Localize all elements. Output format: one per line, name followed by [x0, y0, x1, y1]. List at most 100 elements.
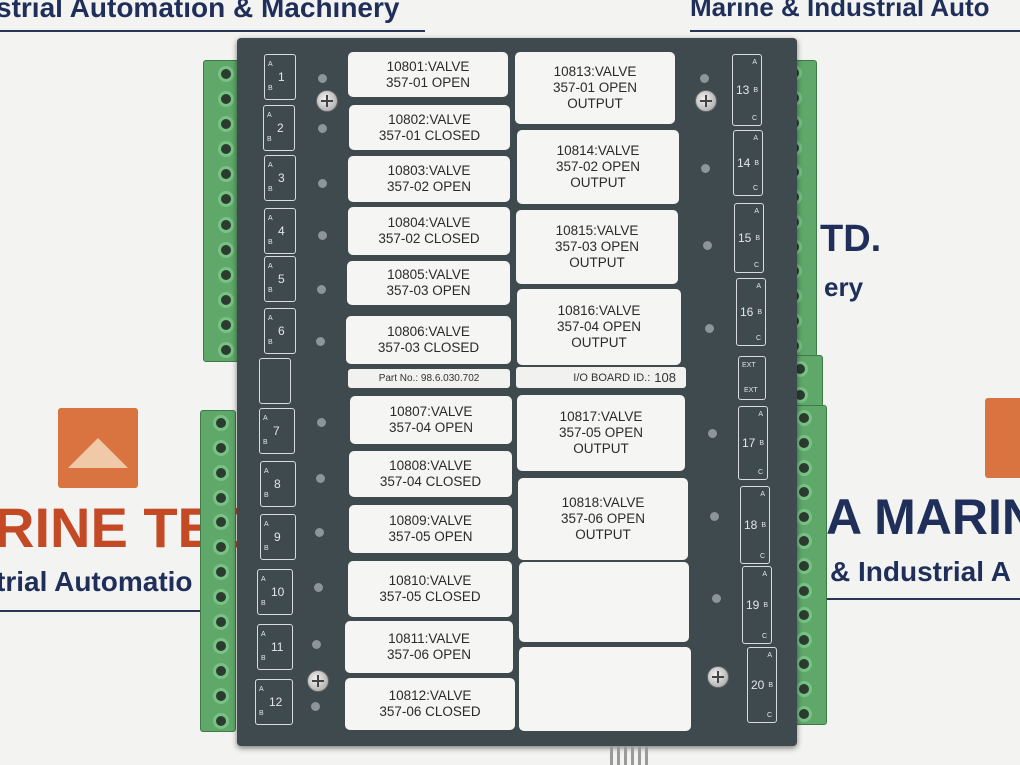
terminal-screw-icon: [796, 681, 812, 697]
status-led-icon: [314, 583, 323, 592]
terminal-screw-icon: [796, 632, 812, 648]
channel-number: 16: [740, 305, 754, 319]
terminal-screw-icon: [213, 415, 229, 431]
channel-number: 2: [277, 121, 284, 135]
channel-b-label: B: [753, 87, 758, 94]
channel-a-label: A: [767, 652, 772, 659]
channel-c-label: C: [766, 712, 772, 719]
left-tagline-rule: [0, 610, 210, 612]
io-board-id-value: 108: [654, 370, 676, 385]
terminal-screw-icon: [796, 583, 812, 599]
valve-label-11: 10811:VALVE 357-06 OPEN: [345, 621, 513, 673]
channel-number: 8: [274, 477, 281, 491]
valve-label-6: 10806:VALVE 357-03 CLOSED: [346, 316, 511, 364]
channel-b-label: B: [754, 160, 759, 167]
terminal-screw-icon: [796, 435, 812, 451]
terminal-screw-icon: [213, 638, 229, 654]
terminal-screw-icon: [213, 465, 229, 481]
terminal-screw-icon: [218, 217, 234, 233]
channel-number: 14: [737, 156, 751, 170]
valve-label-7: 10807:VALVE 357-04 OPEN: [350, 396, 512, 444]
channel-a-label: A: [762, 571, 767, 578]
status-led-icon: [315, 528, 324, 537]
terminal-screw-icon: [796, 509, 812, 525]
status-led-icon: [316, 474, 325, 483]
io-board-id-label: I/O BOARD ID.:: [573, 371, 651, 384]
status-led-icon: [318, 124, 327, 133]
channel-a-label: A: [753, 135, 758, 142]
terminal-screw-icon: [218, 292, 234, 308]
left-tagline-text: trial Automatio: [0, 566, 193, 597]
channel-number: 11: [271, 640, 284, 654]
valve-label-2: 10802:VALVE 357-01 CLOSED: [349, 105, 510, 150]
terminal-screw-icon: [218, 91, 234, 107]
terminal-screw-icon: [796, 533, 812, 549]
channel-b-label: B: [268, 287, 273, 294]
channel-b-label: B: [757, 309, 762, 316]
terminal-screw-icon: [218, 191, 234, 207]
channel-c-label: C: [757, 469, 763, 476]
channel-b-label: B: [261, 600, 266, 607]
terminal-screw-icon: [796, 706, 812, 722]
mounting-screw-icon: [695, 90, 717, 112]
valve-label-1: 10801:VALVE 357-01 OPEN: [348, 52, 508, 97]
status-led-icon: [701, 164, 710, 173]
ext-bottom-label: EXT: [744, 387, 758, 394]
channel-b-label: B: [261, 655, 266, 662]
channel-c-label: C: [752, 185, 758, 192]
part-number-strip: Part No.: 98.6.030.702: [348, 369, 510, 388]
terminal-screw-icon: [213, 564, 229, 580]
channel-b-label: B: [264, 545, 269, 552]
mounting-screw-icon: [316, 90, 338, 112]
channel-number: 6: [278, 324, 285, 338]
terminal-screw-icon: [218, 342, 234, 358]
valve-label-5: 10805:VALVE 357-03 OPEN: [347, 261, 510, 305]
terminal-screw-icon: [218, 267, 234, 283]
ext-channel-box: EXT EXT: [738, 356, 766, 400]
channel-b-label: B: [761, 522, 766, 529]
io-board: 10801:VALVE 357-01 OPEN 10802:VALVE 357-0…: [237, 38, 797, 746]
terminal-screw-icon: [213, 614, 229, 630]
terminal-screw-icon: [218, 141, 234, 157]
channel-b-label: B: [264, 492, 269, 499]
channel-c-label: C: [759, 553, 765, 560]
channel-a-label: A: [268, 263, 273, 270]
right-logo-icon: [985, 398, 1020, 478]
channel-number: 5: [278, 272, 285, 286]
status-led-icon: [712, 594, 721, 603]
channel-a-label: A: [760, 491, 765, 498]
valve-label-3: 10803:VALVE 357-02 OPEN: [348, 156, 510, 202]
channel-blank-box: [259, 358, 291, 404]
right-brand-text: A MARINE: [826, 489, 1020, 545]
terminal-screw-icon: [213, 514, 229, 530]
output-label-13: 10813:VALVE 357-01 OPEN OUTPUT: [515, 52, 675, 124]
channel-c-label: C: [753, 262, 759, 269]
valve-label-8: 10808:VALVE 357-04 CLOSED: [349, 451, 512, 497]
channel-b-label: B: [759, 440, 764, 447]
channel-number: 10: [271, 585, 285, 599]
channel-a-label: A: [268, 61, 273, 68]
output-label-16: 10816:VALVE 357-04 OPEN OUTPUT: [517, 289, 681, 365]
status-led-icon: [700, 74, 709, 83]
channel-b-label: B: [268, 85, 273, 92]
channel-number: 4: [278, 224, 285, 238]
channel-a-label: A: [268, 215, 273, 222]
output-label-15: 10815:VALVE 357-03 OPEN OUTPUT: [516, 210, 678, 284]
channel-number: 9: [274, 530, 281, 544]
status-led-icon: [311, 702, 320, 711]
terminal-screw-icon: [213, 713, 229, 729]
terminal-screw-icon: [218, 317, 234, 333]
channel-b-label: B: [268, 239, 273, 246]
mounting-screw-icon: [707, 666, 729, 688]
terminal-screw-icon: [213, 539, 229, 555]
